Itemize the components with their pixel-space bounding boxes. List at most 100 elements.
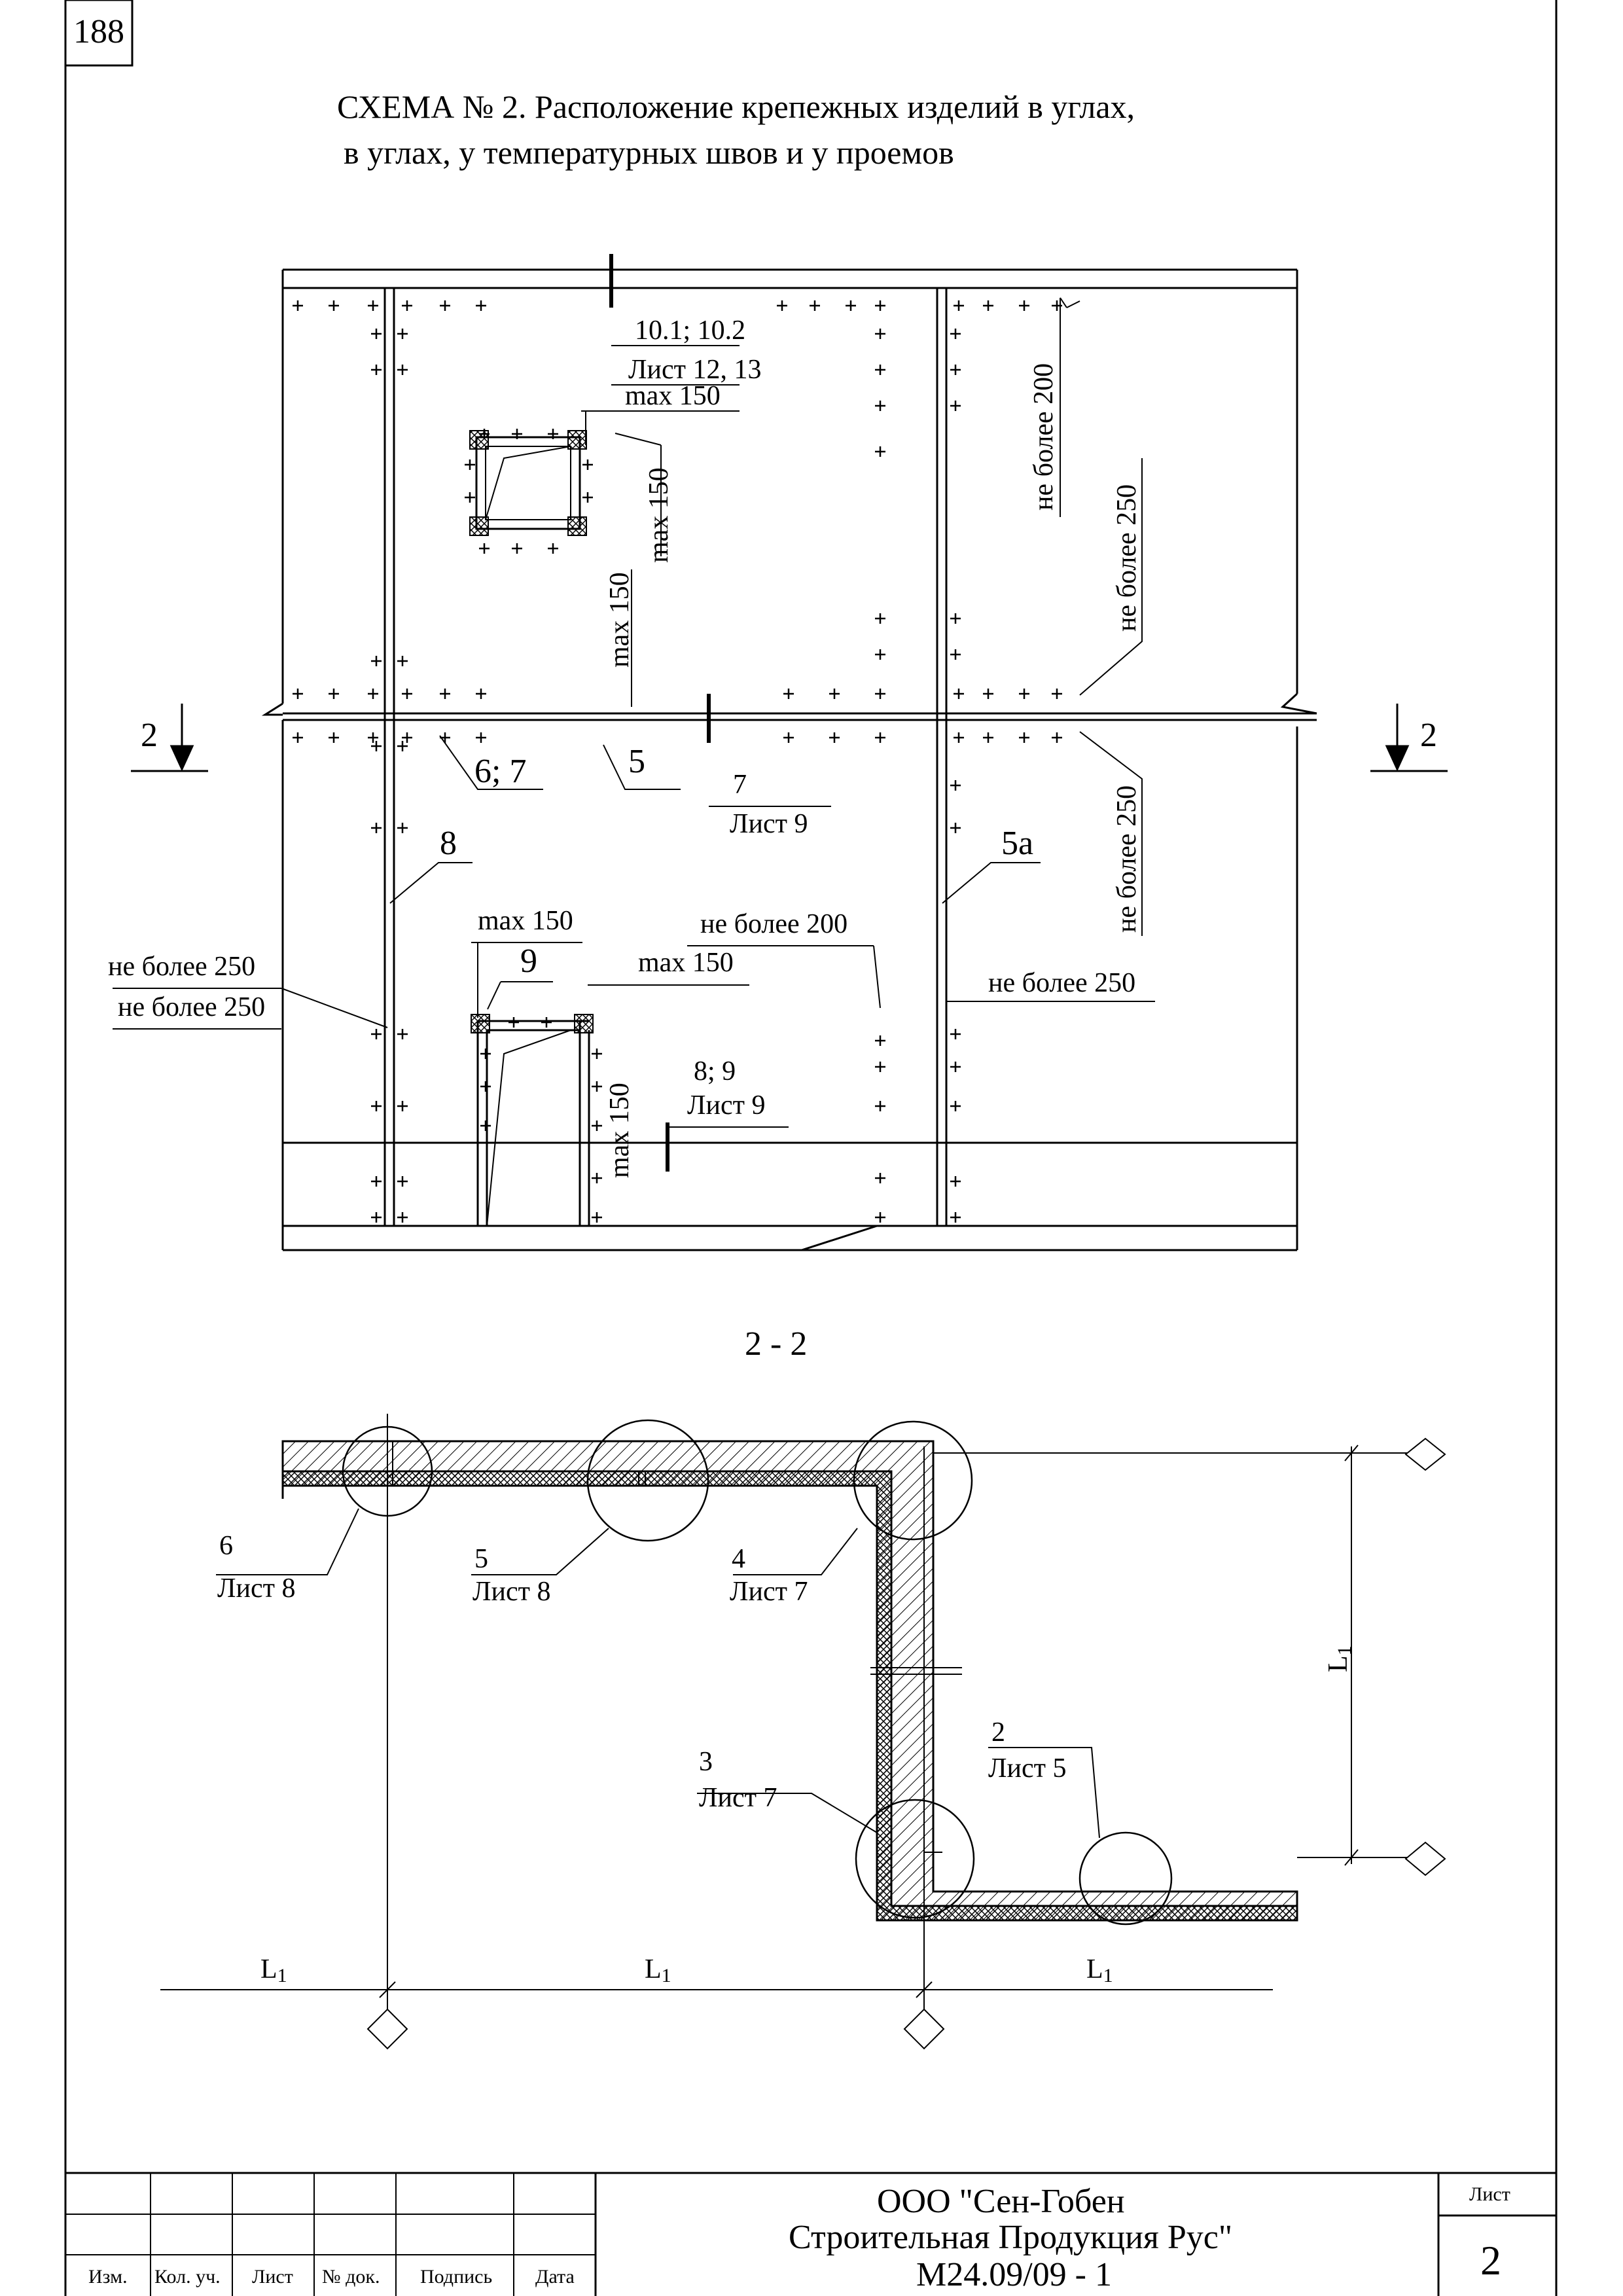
- fastener-mark: [397, 1212, 408, 1223]
- fastener-mark: [582, 492, 593, 503]
- fastener-mark: [465, 492, 475, 503]
- fastener-mark: [371, 1212, 382, 1223]
- tb-col-list: Лист: [252, 2266, 293, 2287]
- fastener-mark: [293, 732, 303, 743]
- fastener-mark: [371, 656, 382, 666]
- fastener-mark: [954, 732, 964, 743]
- fastener-mark: [402, 300, 412, 311]
- callout-6-sheet: Лист 8: [217, 1573, 295, 1604]
- callout-7-line1: 7: [733, 770, 747, 800]
- max150-window-right: max 150: [644, 467, 674, 563]
- label-8: 8: [440, 825, 457, 862]
- tb-sheet-number: 2: [1480, 2237, 1501, 2284]
- fastener-mark: [875, 1035, 885, 1046]
- callout-top-line1: 10.1; 10.2: [635, 315, 745, 346]
- elevation-drawing: [261, 254, 1317, 1251]
- max150-door-vertical: max 150: [605, 1083, 635, 1178]
- fastener-mark: [1019, 732, 1029, 743]
- callout-8-9-line1: 8; 9: [694, 1056, 736, 1086]
- section-marker-left: [131, 704, 208, 772]
- tb-col-doc: № док.: [322, 2266, 380, 2287]
- fastener-mark: [950, 649, 961, 660]
- fastener-mark: [397, 656, 408, 666]
- fastener-mark: [397, 1029, 408, 1039]
- tb-sheet-label: Лист: [1469, 2183, 1510, 2205]
- callout-5-sheet: Лист 8: [473, 1577, 550, 1607]
- callout-7-line2: Лист 9: [730, 809, 808, 839]
- max150-door-left: max 150: [478, 906, 573, 936]
- fastener-mark: [480, 1081, 491, 1092]
- tb-company-line2: Строительная Продукция Рус": [789, 2219, 1232, 2256]
- fastener-mark: [983, 300, 993, 311]
- fastener-mark: [541, 1017, 552, 1028]
- fastener-mark: [371, 365, 382, 375]
- fastener-mark: [777, 300, 787, 311]
- fastener-mark: [582, 459, 593, 470]
- fastener-mark: [983, 689, 993, 699]
- window-corner-plates: [469, 430, 594, 1033]
- label-5: 5: [628, 743, 645, 780]
- dim-l1-vertical: L1: [1323, 1645, 1355, 1672]
- label-6-7: 6; 7: [474, 753, 526, 790]
- fastener-mark: [402, 732, 412, 743]
- fastener-mark: [368, 732, 378, 743]
- fastener-mark: [950, 329, 961, 339]
- fastener-mark: [954, 300, 964, 311]
- ne-bolee-200-top: не более 200: [1029, 363, 1059, 511]
- fastener-mark: [397, 365, 408, 375]
- fastener-mark: [950, 365, 961, 375]
- fastener-mark: [371, 1101, 382, 1111]
- dim-l1-sub: 1: [1334, 1645, 1355, 1655]
- tb-company-line1: ООО "Сен-Гобен: [877, 2183, 1125, 2220]
- fastener-mark: [875, 649, 885, 660]
- ne-bolee-250-left-2: не более 250: [118, 992, 265, 1022]
- fastener-mark: [983, 732, 993, 743]
- section-marker-left-label: 2: [141, 717, 158, 754]
- ne-bolee-200-mid: не более 200: [700, 909, 847, 939]
- fastener-mark: [783, 732, 794, 743]
- fastener-mark: [465, 459, 475, 470]
- fastener-mark: [548, 543, 558, 554]
- fastener-mark: [875, 1101, 885, 1111]
- fastener-mark: [1052, 732, 1062, 743]
- fastener-mark: [950, 1212, 961, 1223]
- dim-l1-letter: L: [1323, 1655, 1353, 1672]
- label-9: 9: [520, 942, 537, 980]
- fastener-mark: [829, 689, 840, 699]
- fastener-mark: [950, 1101, 961, 1111]
- fastener-mark: [329, 300, 339, 311]
- dim-l1-mid: L1: [645, 1954, 671, 1986]
- fastener-mark: [440, 689, 450, 699]
- fastener-mark: [950, 1176, 961, 1187]
- fastener-mark: [875, 300, 885, 311]
- fastener-mark: [293, 300, 303, 311]
- callout-2-num: 2: [991, 1717, 1005, 1748]
- callout-4-sheet: Лист 7: [730, 1577, 808, 1607]
- fastener-mark: [371, 823, 382, 833]
- callout-4-num: 4: [732, 1544, 745, 1574]
- fastener-mark: [476, 689, 486, 699]
- fastener-mark: [371, 1176, 382, 1187]
- section-title: 2 - 2: [745, 1325, 807, 1363]
- fastener-mark: [954, 689, 964, 699]
- callout-2-sheet: Лист 5: [988, 1753, 1066, 1784]
- fastener-mark: [875, 329, 885, 339]
- fastener-mark: [402, 689, 412, 699]
- label-5a: 5а: [1001, 825, 1033, 862]
- fastener-marks: [293, 300, 1062, 1223]
- fastener-mark: [875, 401, 885, 411]
- fastener-mark: [476, 732, 486, 743]
- fastener-mark: [548, 429, 558, 439]
- fastener-mark: [508, 1017, 519, 1028]
- fastener-mark: [950, 823, 961, 833]
- page-frame: [64, 0, 1558, 2296]
- ne-bolee-250-right-top: не более 250: [1112, 484, 1142, 632]
- tb-col-kol: Кол. уч.: [154, 2266, 221, 2287]
- fastener-mark: [875, 689, 885, 699]
- fastener-mark: [329, 689, 339, 699]
- svg-text:L1: L1: [1323, 1645, 1355, 1672]
- fastener-mark: [950, 780, 961, 791]
- fastener-mark: [810, 300, 820, 311]
- fastener-mark: [875, 1173, 885, 1183]
